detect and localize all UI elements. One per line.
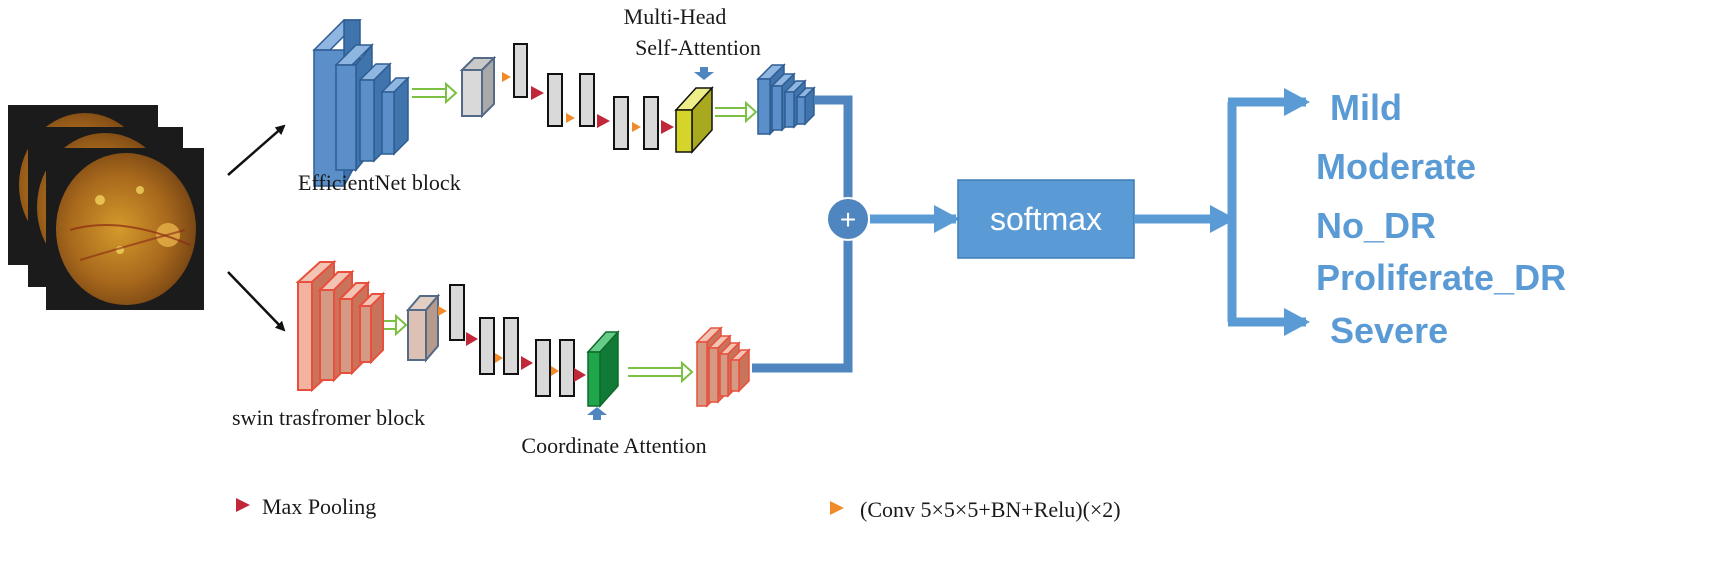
max-pool-marker [521,356,533,370]
branch-arrow-bottom [227,271,286,332]
max-pool-marker [574,368,586,382]
class-label-severe: Severe [1330,310,1448,351]
multi-head-self-attention-block [674,86,714,154]
legend-max-pool-label: Max Pooling [262,494,376,519]
class-output-bracket [1227,88,1310,336]
conv-legend-icon [830,501,844,515]
fusion-add-symbol: + [840,204,856,235]
top-output-feature-stack [756,63,816,136]
class-label-mild: Mild [1330,87,1402,128]
max-pool-marker [597,114,610,128]
green-arrow [384,313,408,337]
green-arrow [412,81,458,105]
branch-arrow-top [227,124,286,176]
class-label-moderate: Moderate [1316,146,1476,187]
top-feature-layers [459,43,659,150]
swin-transformer-block-label: swin trasfromer block [232,405,425,430]
conv-marker [566,113,575,123]
conv-marker [632,122,641,132]
coordinate-attention-label: Coordinate Attention [521,433,706,458]
efficientnet-block-label: EfficientNet block [298,170,461,195]
legend-conv-label: (Conv 5×5×5+BN+Relu)(×2) [860,497,1121,522]
max-pool-marker [466,332,478,346]
conv-marker [551,366,559,376]
class-label-no-dr: No_DR [1316,205,1436,246]
multi-head-label-line2: Self-Attention [635,35,761,60]
retina-fundus-images-icon [8,105,204,310]
fusion-connectors [752,95,853,373]
bottom-output-feature-stack [695,326,751,408]
green-arrow [628,360,694,384]
conv-marker [502,72,511,82]
multi-head-label-line1: Multi-Head [624,4,727,29]
attention-input-arrow-bottom [587,407,607,420]
efficientnet-block [312,19,410,187]
max-pool-legend-icon [236,498,250,512]
class-label-proliferate-dr: Proliferate_DR [1316,257,1566,298]
coordinate-attention-block [586,330,620,408]
bottom-feature-layers [405,284,575,397]
green-arrow [715,100,758,124]
top-pooling-markers [502,72,674,134]
fusion-add-node: + [826,197,870,241]
softmax-box: softmax [957,179,1135,259]
conv-marker [438,306,447,316]
softmax-label: softmax [990,201,1102,237]
max-pool-marker [661,120,674,134]
conv-marker [495,353,503,363]
max-pool-marker [531,86,544,100]
legend: Max Pooling (Conv 5×5×5+BN+Relu)(×2) [236,494,1121,522]
attention-input-arrow-top [694,67,714,80]
swin-transformer-block [295,259,386,393]
bottom-pooling-markers [438,306,586,382]
